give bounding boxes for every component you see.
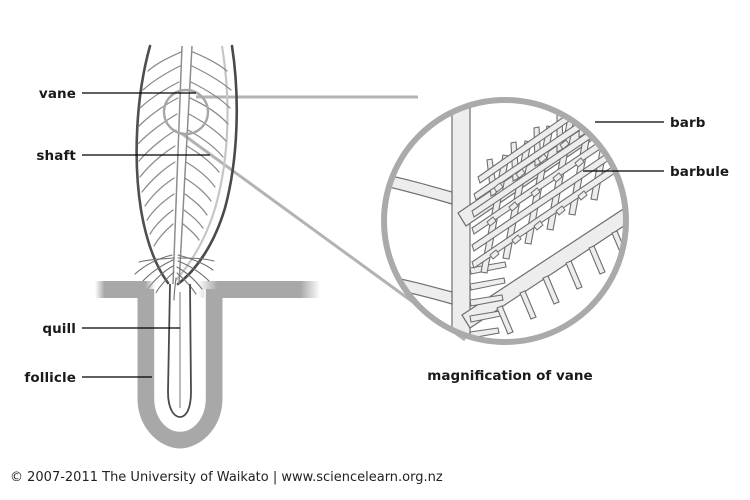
magnifier-ring	[381, 97, 629, 345]
vane-outline-left	[135, 44, 170, 285]
vane-barbs-right	[182, 51, 232, 241]
vane-outline-right-inner	[175, 45, 229, 281]
label-leader-lines	[82, 92, 664, 378]
magnification-circle-group	[381, 97, 629, 345]
feather-illustration	[134, 44, 239, 301]
follicle-wall	[137, 289, 223, 449]
vane-outline-right	[176, 44, 239, 286]
vane-barbs-left	[137, 51, 182, 247]
shaft-line-left	[172, 45, 183, 285]
skin-surface-right	[198, 281, 320, 298]
label-vane: vane	[38, 86, 76, 102]
label-shaft: shaft	[36, 148, 76, 164]
quill-outline-right	[179, 283, 192, 418]
mag-lower-barb-spikes	[496, 230, 624, 335]
label-follicle: follicle	[24, 370, 76, 386]
copyright-notice: © 2007-2011 The University of Waikato | …	[10, 470, 443, 485]
mag-hooklets	[486, 139, 588, 260]
quill-outline-left	[167, 283, 181, 418]
skin-and-follicle	[95, 281, 320, 449]
focus-circle	[162, 88, 210, 136]
magnification-caption: magnification of vane	[427, 368, 593, 384]
follicle-inner-edge	[154, 289, 206, 432]
mag-rachis	[451, 102, 471, 340]
label-barb: barb	[670, 115, 706, 131]
label-barbule: barbule	[670, 164, 730, 180]
label-quill: quill	[42, 321, 76, 337]
afterfeather-wisps	[134, 254, 215, 301]
